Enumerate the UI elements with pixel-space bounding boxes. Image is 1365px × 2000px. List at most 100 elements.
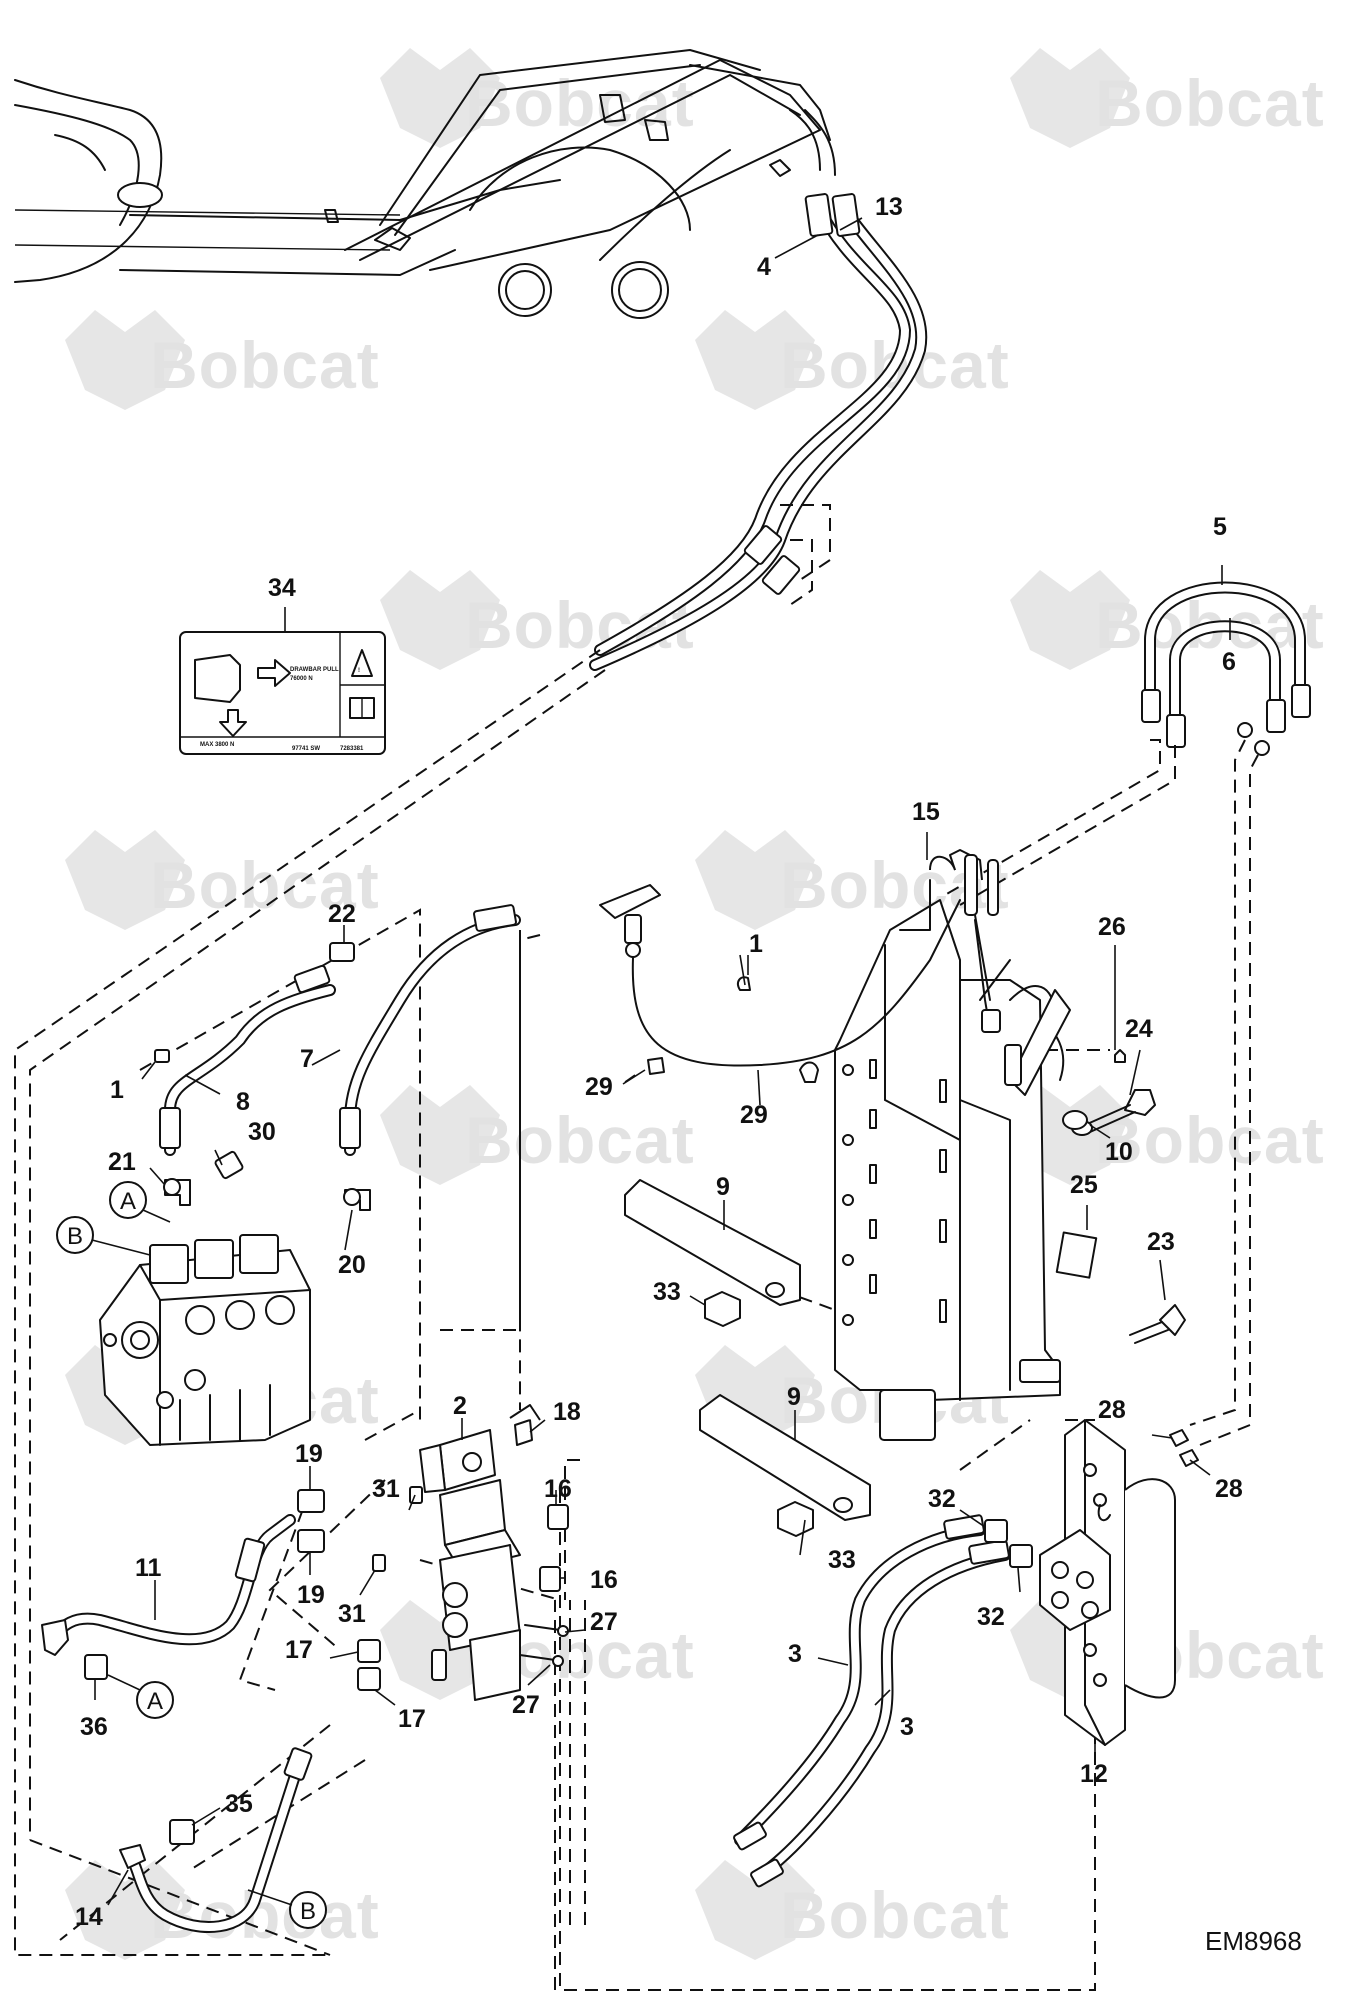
watermark: Bobcat bbox=[380, 570, 695, 670]
callout-number: 16 bbox=[590, 1566, 618, 1594]
callout-number: 17 bbox=[285, 1636, 313, 1664]
watermark-text: Bobcat bbox=[780, 1878, 1010, 1952]
hitch-plate bbox=[834, 849, 1071, 1441]
callout-number: 29 bbox=[585, 1073, 613, 1101]
warning-icon bbox=[351, 649, 373, 677]
watermark: Bobcat bbox=[380, 48, 695, 148]
callout-number: 24 bbox=[1125, 1015, 1153, 1043]
solenoid-valve bbox=[419, 1404, 541, 1701]
callout-number: 17 bbox=[398, 1705, 426, 1733]
callout-number: 9 bbox=[787, 1383, 801, 1411]
callout-number: 28 bbox=[1215, 1475, 1243, 1503]
ref-circle: A bbox=[109, 1181, 147, 1219]
hose-11 bbox=[41, 1514, 296, 1680]
callout-number: 10 bbox=[1105, 1138, 1133, 1166]
watermark-text: Bobcat bbox=[1095, 1103, 1325, 1177]
watermark: Bobcat bbox=[695, 830, 1009, 930]
callout-number: 3 bbox=[788, 1640, 802, 1668]
decal-max-text: MAX 3800 N bbox=[200, 742, 234, 748]
ref-letter: A bbox=[147, 1688, 163, 1715]
callout-number: 21 bbox=[108, 1148, 136, 1176]
ref-letter: B bbox=[300, 1898, 316, 1925]
callout-number: 23 bbox=[1147, 1228, 1175, 1256]
callout-number: 35 bbox=[225, 1790, 253, 1818]
callout-number: 16 bbox=[544, 1475, 572, 1503]
pull-arrow-icon bbox=[257, 659, 291, 687]
watermark-text: Bobcat bbox=[1095, 66, 1325, 140]
callout-number: 28 bbox=[1098, 1396, 1126, 1424]
callout-leaders bbox=[94, 217, 1231, 1906]
callout-number: 13 bbox=[875, 193, 903, 221]
callout-number: 34 bbox=[268, 574, 296, 602]
watermark: Bobcat bbox=[65, 310, 380, 410]
leader-line bbox=[107, 1674, 141, 1691]
drawbar-decal: ! DRAWBAR PULL 76000 N MAX 3800 N 97741 … bbox=[179, 631, 386, 755]
callout-number: 9 bbox=[716, 1173, 730, 1201]
ref-circle: B bbox=[56, 1216, 94, 1254]
ref-letter: A bbox=[120, 1188, 136, 1215]
watermark: Bobcat bbox=[695, 310, 1009, 410]
coupler-plate bbox=[1039, 1419, 1176, 1746]
ref-letter: B bbox=[67, 1223, 83, 1250]
hose-assembly-4-13 bbox=[589, 193, 928, 671]
link-bar-9b bbox=[699, 1394, 871, 1537]
callout-number: 1 bbox=[110, 1076, 124, 1104]
watermark-layer: Bobcat Bobcat Bobcat Bobcat Bobcat Bobca… bbox=[65, 48, 1325, 1960]
watermark: Bobcat bbox=[380, 1085, 695, 1185]
decal-code-a: 97741 SW bbox=[292, 746, 320, 752]
hose-7 bbox=[339, 904, 521, 1156]
watermark-text: Bobcat bbox=[150, 1878, 380, 1952]
watermark-text: Bobcat bbox=[465, 588, 695, 662]
callout-number: 15 bbox=[912, 798, 940, 826]
hose-assembly-5-6 bbox=[1141, 581, 1311, 756]
callout-number: 36 bbox=[80, 1713, 108, 1741]
t-handle bbox=[599, 884, 661, 919]
control-valve bbox=[99, 1234, 311, 1446]
callout-number: 4 bbox=[757, 253, 771, 281]
callout-number: 20 bbox=[338, 1251, 366, 1279]
watermark-text: Bobcat bbox=[465, 66, 695, 140]
ref-circle: B bbox=[289, 1891, 327, 1929]
hose-assembly-3 bbox=[733, 1514, 1033, 1888]
hose-8 bbox=[159, 964, 336, 1156]
decal-pull-text: DRAWBAR PULL bbox=[290, 667, 339, 673]
wiring-harness bbox=[599, 884, 1011, 1083]
callout-number: 11 bbox=[135, 1554, 162, 1582]
fittings-center bbox=[297, 1486, 569, 1691]
drawing-code: EM8968 bbox=[1205, 1926, 1302, 1956]
watermark: Bobcat bbox=[1010, 1085, 1325, 1185]
callout-number: 2 bbox=[453, 1392, 467, 1420]
callout-number: 31 bbox=[338, 1600, 366, 1628]
hose-clamp bbox=[117, 182, 163, 208]
callout-number: 1 bbox=[749, 930, 763, 958]
watermark-text: Bobcat bbox=[465, 1103, 695, 1177]
callout-number: 19 bbox=[295, 1440, 323, 1468]
callout-number: 25 bbox=[1070, 1171, 1098, 1199]
dashed-routing bbox=[780, 504, 831, 581]
callout-number: 27 bbox=[512, 1691, 540, 1719]
decal-pull-value: 76000 N bbox=[290, 676, 313, 682]
callout-number: 22 bbox=[328, 900, 356, 928]
watermark-text: Bobcat bbox=[150, 328, 380, 402]
down-arrow-icon bbox=[219, 709, 247, 737]
watermark: Bobcat bbox=[65, 1860, 380, 1960]
callout-number: 12 bbox=[1080, 1760, 1108, 1788]
callout-number: 33 bbox=[828, 1546, 856, 1574]
leader-line bbox=[142, 1209, 171, 1223]
callout-number: 33 bbox=[653, 1278, 681, 1306]
callout-number: 6 bbox=[1222, 648, 1236, 676]
watermark: Bobcat bbox=[380, 1600, 694, 1700]
watermark: Bobcat bbox=[65, 830, 379, 930]
tube-14 bbox=[119, 1747, 313, 1933]
callout-number: 27 bbox=[590, 1608, 618, 1636]
callout-number: 3 bbox=[900, 1713, 914, 1741]
watermark: Bobcat bbox=[695, 1860, 1010, 1960]
decal-code-b: 7283381 bbox=[340, 746, 364, 752]
callout-number: 14 bbox=[75, 1903, 103, 1931]
callout-number: 32 bbox=[977, 1603, 1005, 1631]
callout-number: 32 bbox=[928, 1485, 956, 1513]
fittings-left bbox=[154, 942, 371, 1211]
leader-line bbox=[91, 1239, 151, 1256]
